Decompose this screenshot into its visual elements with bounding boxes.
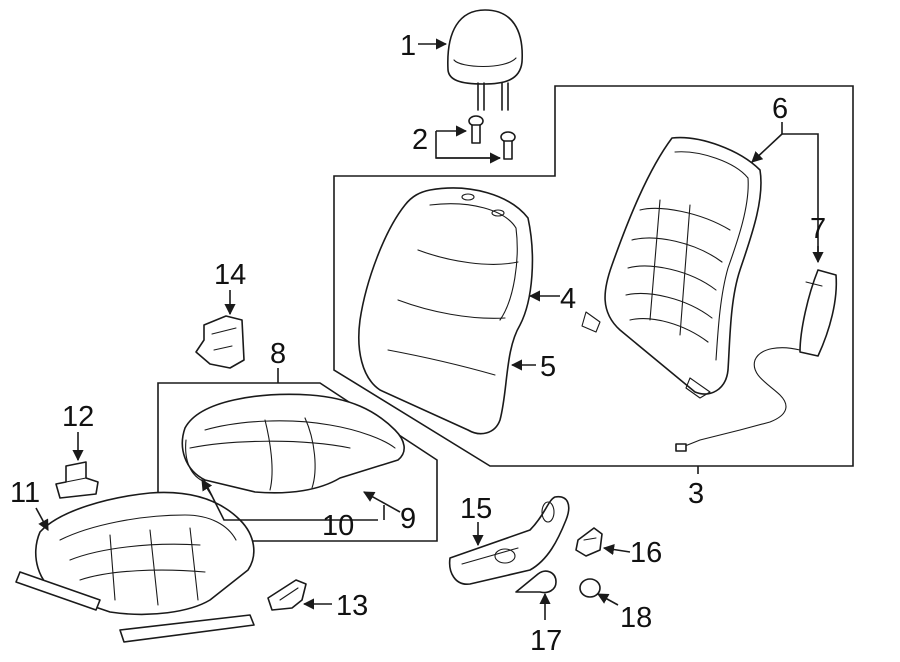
callout-13: 13 (336, 590, 368, 622)
callout-4: 4 (560, 283, 576, 315)
callout-1: 1 (400, 30, 416, 62)
callout-5: 5 (540, 351, 556, 383)
seat-back-cover (358, 187, 534, 435)
seat-back-group-box (333, 85, 854, 467)
callout-11: 11 (10, 477, 40, 509)
callout-10: 10 (322, 510, 354, 542)
headrest (447, 9, 523, 111)
callout-18: 18 (620, 602, 652, 634)
callout-15: 15 (460, 493, 492, 525)
callout-6: 6 (772, 93, 788, 125)
cap (579, 578, 601, 598)
seat-back-frame (581, 136, 762, 399)
callout-17: 17 (530, 625, 562, 657)
handle (515, 570, 557, 594)
callout-3: 3 (688, 478, 704, 510)
callout-7: 7 (810, 213, 826, 245)
callout-14: 14 (214, 259, 246, 291)
callout-9: 9 (400, 503, 416, 535)
callout-8: 8 (270, 338, 286, 370)
side-shield (448, 495, 570, 585)
seat-cushion (181, 393, 405, 494)
bracket (55, 461, 99, 499)
bracket (195, 315, 245, 369)
callout-numbers: 1 2 3 4 5 6 7 8 9 10 11 12 13 14 15 16 1… (10, 30, 826, 657)
bracket (267, 579, 307, 611)
callout-2: 2 (412, 124, 428, 156)
side-airbag (675, 269, 838, 452)
knob (575, 527, 603, 557)
callout-16: 16 (630, 537, 662, 569)
leader-lines (35, 38, 824, 620)
headrest-guides (468, 115, 516, 160)
seat-cushion-frame (15, 491, 255, 643)
callout-12: 12 (62, 401, 94, 433)
